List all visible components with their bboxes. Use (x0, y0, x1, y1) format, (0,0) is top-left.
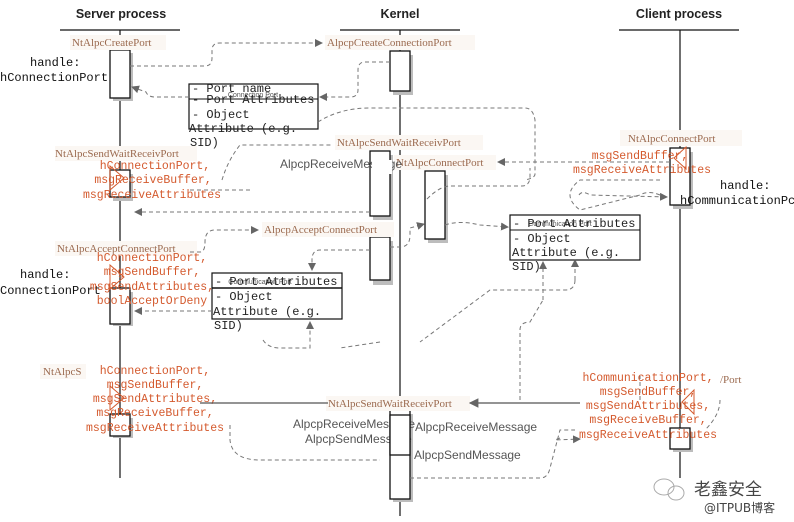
watermark-source: @ITPUB博客 (704, 500, 775, 515)
handle-value-server-accept: ConnectionPort (0, 284, 101, 298)
svg-text:- Object: - Object (513, 232, 571, 246)
svg-text:hConnectionPort,: hConnectionPort, (100, 365, 210, 378)
svg-text:- Object: - Object (192, 108, 250, 122)
svg-text:msgSendAttributes,: msgSendAttributes, (90, 281, 214, 294)
activation-kernel-accept (369, 236, 391, 281)
svg-text:- Port Attributes: - Port Attributes (215, 275, 337, 289)
svg-text:msgReceiveBuffer,: msgReceiveBuffer, (94, 174, 211, 187)
fn-nt-connect-port-kernel: NtAlpcConnectPort (396, 157, 483, 169)
fn-bg (70, 35, 166, 50)
handle-label-client: handle: (720, 179, 770, 193)
params-client-send: hCommunicationPort, msgSendBuffer, msgSe… (579, 372, 717, 442)
handle-label-server-accept: handle: (20, 268, 70, 282)
object-connection-port: Connection Port - Port name - Port Attri… (188, 82, 319, 150)
activation-server-send (109, 413, 131, 437)
svg-text:SID): SID) (214, 319, 243, 333)
msg-receive-upper: AlpcpReceiveMessage (280, 157, 402, 171)
svg-text:Attribute (e.g.: Attribute (e.g. (213, 305, 321, 319)
object-label: Communication Port (228, 279, 291, 286)
fn-nt-send-wait-receive-kernel: NtAlpcSendWaitReceivPort (337, 137, 461, 149)
svg-text:boolAcceptOrDeny: boolAcceptOrDeny (97, 295, 208, 308)
object-server-communication-port: Communication Port - Port Attributes - O… (211, 272, 343, 333)
msg-receive-left: AlpcpReceiveMessage (293, 417, 415, 431)
watermark-brand: 老鑫安全 (694, 480, 762, 500)
handle-label-server-create: handle: (30, 56, 80, 70)
fn-nt-create-port: NtAlpcCreatePort (72, 37, 151, 49)
svg-text:- Port Attributes: - Port Attributes (192, 93, 314, 107)
svg-text:msgSendBuffer,: msgSendBuffer, (592, 150, 689, 163)
msg-receive-right: AlpcpReceiveMessage (415, 420, 537, 434)
svg-text:msgReceiveAttributes: msgReceiveAttributes (83, 189, 221, 202)
svg-text:Attribute (e.g.: Attribute (e.g. (512, 246, 620, 260)
svg-text:SID): SID) (512, 260, 541, 274)
svg-text:msgReceiveBuffer,: msgReceiveBuffer, (96, 407, 213, 420)
call-marker-icon (109, 384, 125, 412)
fn-nt-send-server-truncated: NtAlpcS (43, 366, 82, 378)
svg-text:msgReceiveBuffer,: msgReceiveBuffer, (589, 414, 706, 427)
svg-text:msgSendAttributes,: msgSendAttributes, (586, 400, 710, 413)
msg-send-right: AlpcpSendMessage (414, 448, 521, 462)
svg-text:Attribute (e.g.: Attribute (e.g. (189, 122, 297, 136)
object-label: Communication Port (528, 221, 591, 228)
svg-text:msgSendBuffer,: msgSendBuffer, (104, 266, 201, 279)
svg-text:msgSendBuffer,: msgSendBuffer, (107, 379, 204, 392)
call-marker-icon (673, 145, 687, 171)
call-marker-icon (109, 164, 125, 192)
svg-text:- Port Attributes: - Port Attributes (513, 217, 635, 231)
params-client-connect: msgSendBuffer, msgReceiveAttributes (573, 150, 711, 177)
call-marker-icon (109, 263, 125, 291)
object-label: Connection Port (228, 92, 278, 99)
fn-alpc-create-connection-port: AlpcpCreateConnectionPort (327, 37, 452, 49)
params-server-receive: hConnectionPort, msgReceiveBuffer, msgRe… (83, 160, 221, 202)
fn-nt-send-wait-receive-server: NtAlpcSendWaitReceivPort (55, 148, 179, 160)
handle-value-client: hCommunicationPc (680, 194, 794, 208)
fn-client-port-truncated: /Port (720, 374, 741, 386)
svg-text:- Object: - Object (215, 290, 273, 304)
activation-client-connect (669, 147, 691, 206)
svg-text:hCommunicationPort,: hCommunicationPort, (582, 372, 713, 385)
svg-text:msgSendBuffer,: msgSendBuffer, (600, 386, 697, 399)
fn-alpc-accept-connect-port: AlpcpAcceptConnectPort (264, 224, 377, 236)
handle-value-server-create: hConnectionPort (0, 71, 108, 85)
svg-text:hConnectionPort,: hConnectionPort, (100, 160, 210, 173)
svg-text:msgReceiveAttributes: msgReceiveAttributes (573, 164, 711, 177)
params-server-send: hConnectionPort, msgSendBuffer, msgSendA… (86, 365, 224, 435)
fn-nt-connect-port-client: NtAlpcConnectPort (628, 133, 715, 145)
activation-server-accept (109, 287, 131, 325)
msg-send-left: AlpcpSendMessage (305, 432, 412, 446)
svg-text:SID): SID) (190, 136, 219, 150)
flow-arrows (130, 39, 721, 479)
watermark: 老鑫安全 @ITPUB博客 (653, 478, 775, 515)
svg-text:msgSendAttributes,: msgSendAttributes, (93, 393, 217, 406)
svg-text:- Port name: - Port name (192, 82, 271, 96)
svg-text:msgReceiveAttributes: msgReceiveAttributes (86, 422, 224, 435)
lane-title-server: Server process (76, 7, 166, 21)
fn-nt-send-wait-receive-bottom: NtAlpcSendWaitReceivPort (328, 398, 452, 410)
activation-kernel-connect (424, 170, 446, 240)
params-server-accept: hConnectionPort, msgSendBuffer, msgSendA… (90, 252, 214, 308)
object-client-communication-port: Communication Port - Port Attributes - O… (509, 214, 641, 274)
svg-text:msgReceiveAttributes: msgReceiveAttributes (579, 429, 717, 442)
lane-title-client: Client process (636, 7, 722, 21)
lane-title-kernel: Kernel (381, 7, 420, 21)
wechat-icon (653, 478, 685, 501)
call-marker-icon (681, 388, 695, 416)
activation-client-send (669, 427, 691, 450)
activation-kernel-create-connection (389, 50, 411, 92)
activation-server-create (109, 49, 131, 99)
fn-nt-accept-connect-port: NtAlpcAcceptConnectPort (57, 243, 176, 255)
svg-text:hConnectionPort,: hConnectionPort, (97, 252, 207, 265)
